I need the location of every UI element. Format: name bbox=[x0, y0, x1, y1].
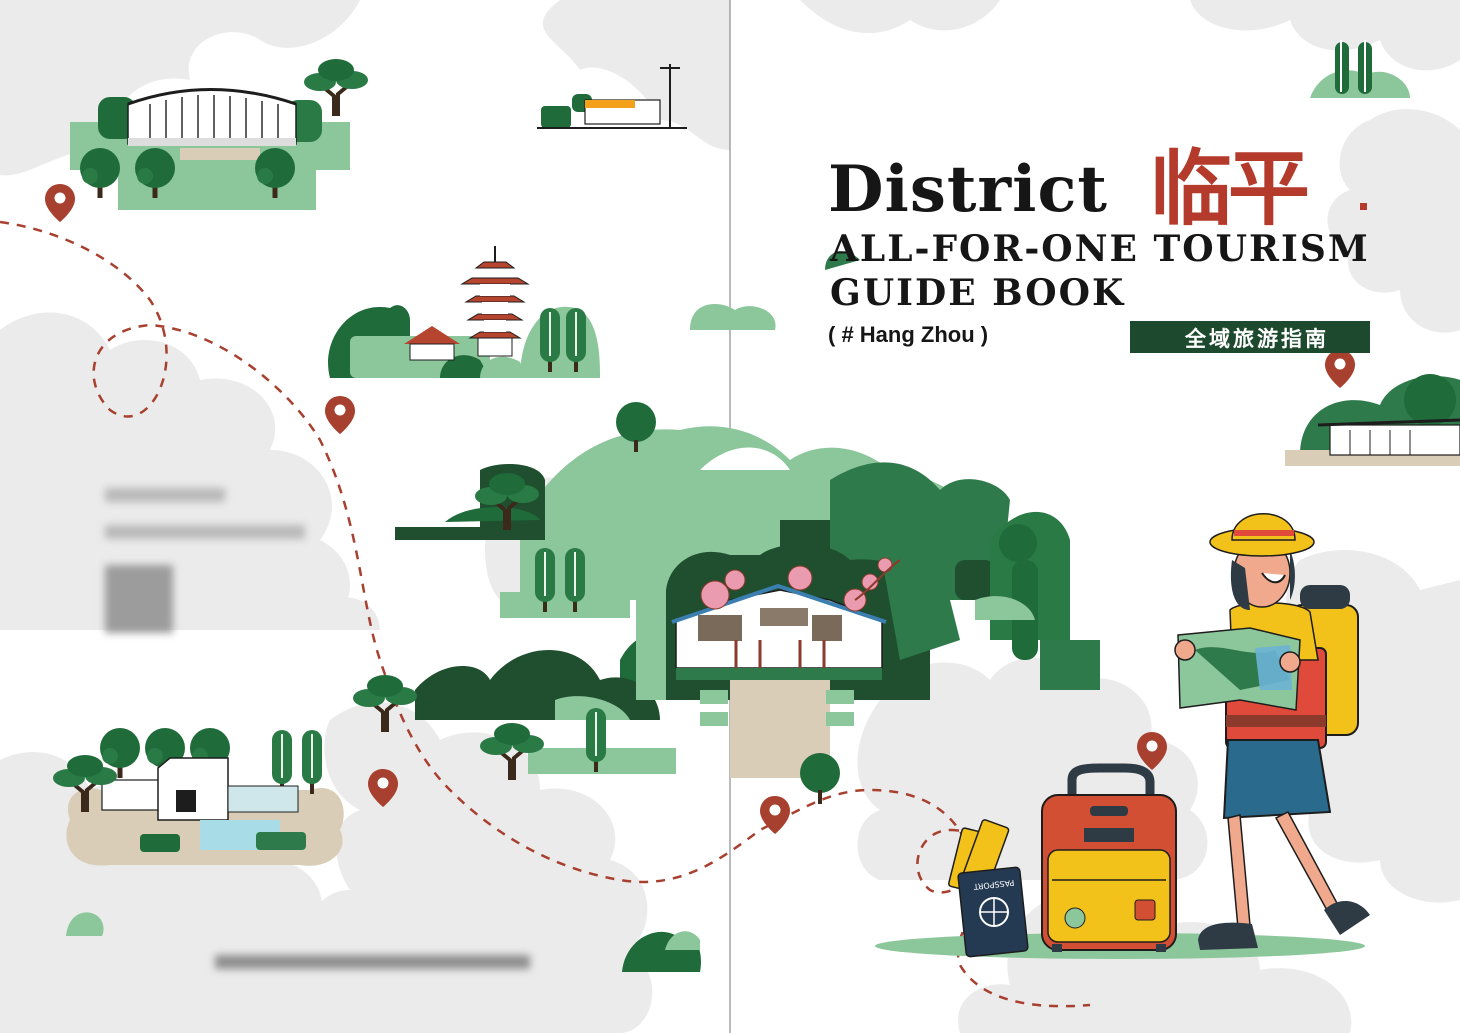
pagoda-vignette bbox=[328, 246, 600, 378]
map-pin-icon bbox=[325, 396, 355, 434]
stadium-vignette bbox=[70, 57, 370, 210]
blurred-footer-bar bbox=[215, 955, 530, 969]
subtitle-line-1: ALL-FOR-ONE TOURISM bbox=[830, 228, 1370, 270]
passport-label: PASSPORT bbox=[973, 878, 1015, 891]
blurred-info-line bbox=[105, 525, 305, 539]
route-path bbox=[0, 220, 1091, 1008]
passport-icon: PASSPORT bbox=[948, 819, 1029, 958]
title-dot bbox=[1360, 203, 1367, 210]
title-chinese: 临平 bbox=[1150, 142, 1310, 237]
guide-badge-text: 全域旅游指南 bbox=[1185, 327, 1329, 351]
suitcase-icon bbox=[1041, 763, 1177, 952]
map-pin-icon bbox=[1325, 350, 1355, 388]
title-english: District bbox=[828, 152, 1108, 227]
top-right-trees bbox=[1310, 40, 1410, 98]
map-pin-icon bbox=[45, 184, 75, 222]
subtitle-line-2: GUIDE BOOK bbox=[830, 272, 1126, 314]
blurred-qr-code bbox=[105, 565, 173, 633]
guide-badge bbox=[1130, 321, 1370, 353]
hill bbox=[665, 931, 700, 950]
blurred-info-line bbox=[105, 488, 225, 502]
right-station-vignette bbox=[1285, 374, 1460, 466]
station-vignette bbox=[537, 64, 687, 129]
house-vignette bbox=[51, 728, 344, 866]
central-landscape bbox=[351, 251, 1100, 804]
city-label: ( # Hang Zhou ) bbox=[828, 322, 989, 347]
hill bbox=[66, 912, 104, 936]
